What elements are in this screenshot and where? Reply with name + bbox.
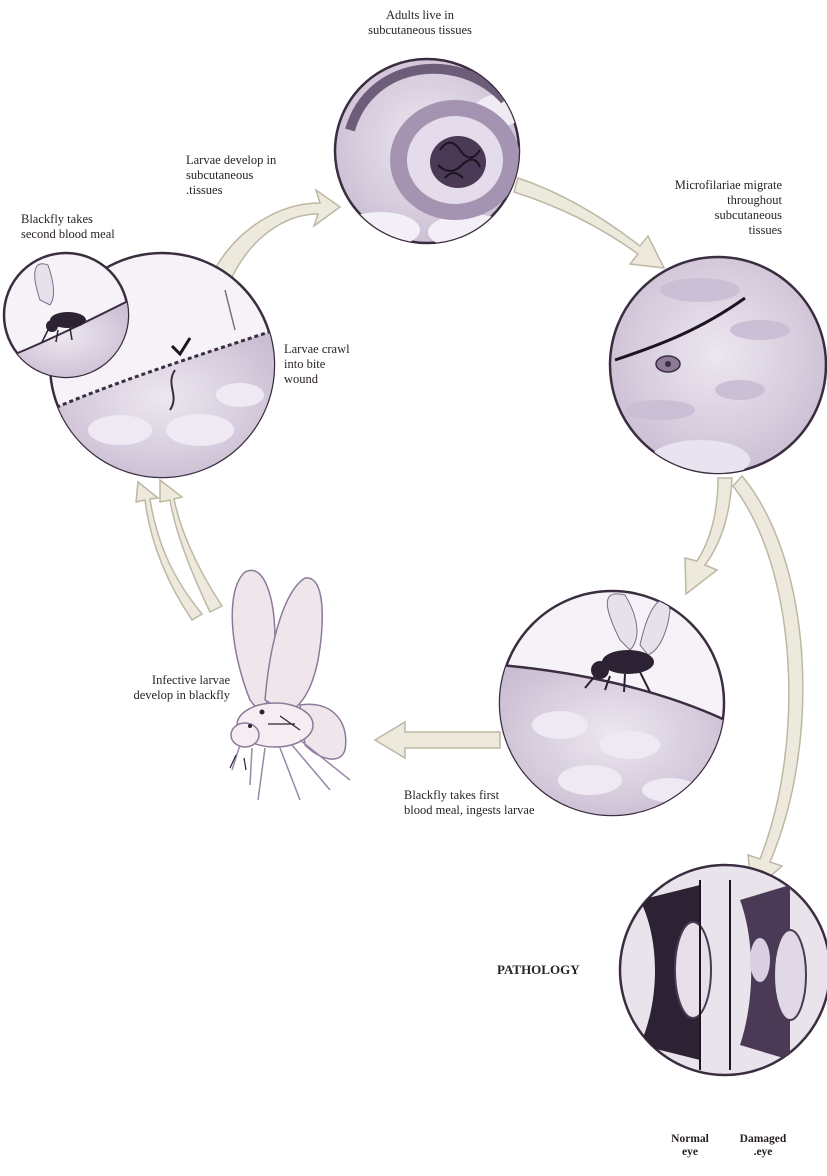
arrow-larvae-to-adults xyxy=(210,190,340,286)
eye-pathology-circle xyxy=(620,865,827,1075)
label-blackfly-first-meal: Blackfly takes first blood meal, ingests… xyxy=(404,788,594,818)
label-adults: Adults live in subcutaneous tissues xyxy=(345,8,495,38)
label-infective-larvae: Infective larvae develop in blackfly xyxy=(85,673,230,703)
label-larvae-crawl: Larvae crawl into bite wound xyxy=(284,342,394,387)
label-blackfly-second-meal: Blackfly takes second blood meal xyxy=(21,212,171,242)
label-larvae-develop: Larvae develop in subcutaneous .tissues xyxy=(186,153,316,198)
arrow-infective-to-bite xyxy=(136,480,222,620)
microfilariae-tissue-circle xyxy=(610,257,826,480)
adults-tissue-circle xyxy=(335,59,525,250)
label-microfilariae: Microfilariae migrate throughout subcuta… xyxy=(597,178,782,238)
arrow-microfilariae-to-blackfly xyxy=(685,478,732,594)
arrow-blackfly-to-infective xyxy=(375,722,500,758)
infective-blackfly-drawing xyxy=(230,570,350,800)
label-pathology: PATHOLOGY xyxy=(497,962,607,977)
arrow-microfilariae-to-eye xyxy=(733,476,803,892)
blackfly-first-meal-circle xyxy=(500,591,725,820)
label-normal-eye: Normal eye xyxy=(660,1133,720,1159)
label-damaged-eye: Damaged .eye xyxy=(728,1133,798,1159)
